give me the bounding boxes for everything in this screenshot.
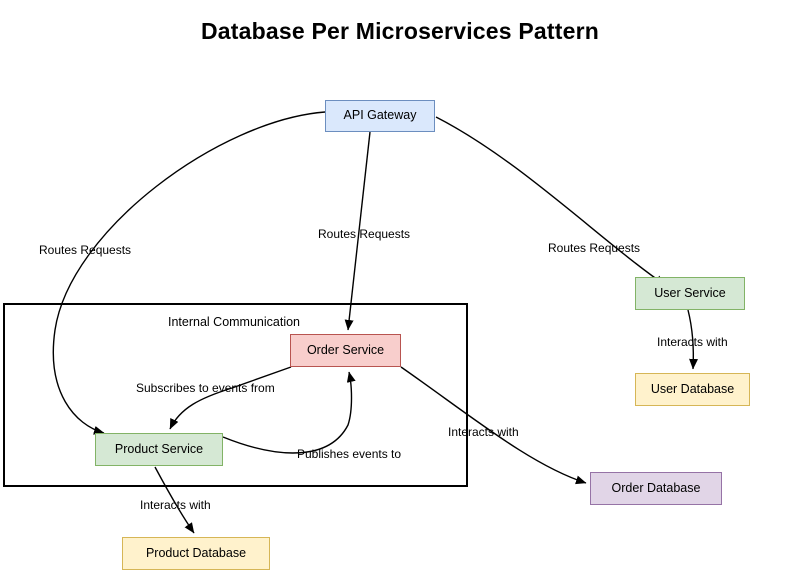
node-product-service[interactable]: Product Service [95,433,223,466]
edge-gateway-to-product [52,111,326,435]
node-label: Product Service [114,441,204,456]
edge-gateway-to-user [435,116,666,286]
page-title: Database Per Microservices Pattern [200,18,599,44]
edge-label-gateway-to-user: Routes Requests [548,241,641,255]
edge-product-publishes-order [222,371,356,454]
node-label: User Database [650,381,735,396]
node-order-service[interactable]: Order Service [290,334,401,367]
node-label: Order Service [306,342,385,357]
edge-label-order-to-orderdb: Interacts with [448,425,519,439]
edge-layer [52,111,699,534]
edge-product-to-productdb [154,466,195,534]
node-label: Order Database [611,480,701,495]
node-label: API Gateway [343,108,417,123]
edge-user-to-userdb [687,309,699,370]
internal-communication-boundary [3,303,468,487]
node-api-gateway[interactable]: API Gateway [325,100,435,132]
node-label: User Service [654,285,726,300]
node-user-service[interactable]: User Service [635,277,745,310]
edge-label-gateway-to-order: Routes Requests [318,227,411,241]
edge-label-user-to-userdb: Interacts with [657,335,728,349]
edge-label-product-publishes-order: Publishes events to [297,447,402,461]
edge-label-product-to-productdb: Interacts with [140,498,211,512]
edge-label-order-subscribes-product: Subscribes to events from [136,381,275,395]
internal-communication-label: Internal Communication [168,315,301,329]
edge-label-gateway-to-product: Routes Requests [39,243,132,257]
node-product-database[interactable]: Product Database [122,537,270,570]
edge-order-to-orderdb [400,366,587,485]
node-order-database[interactable]: Order Database [590,472,722,505]
edge-gateway-to-order [344,131,371,331]
edge-order-subscribes-product [169,366,292,430]
node-label: Product Database [145,545,247,560]
node-user-database[interactable]: User Database [635,373,750,406]
